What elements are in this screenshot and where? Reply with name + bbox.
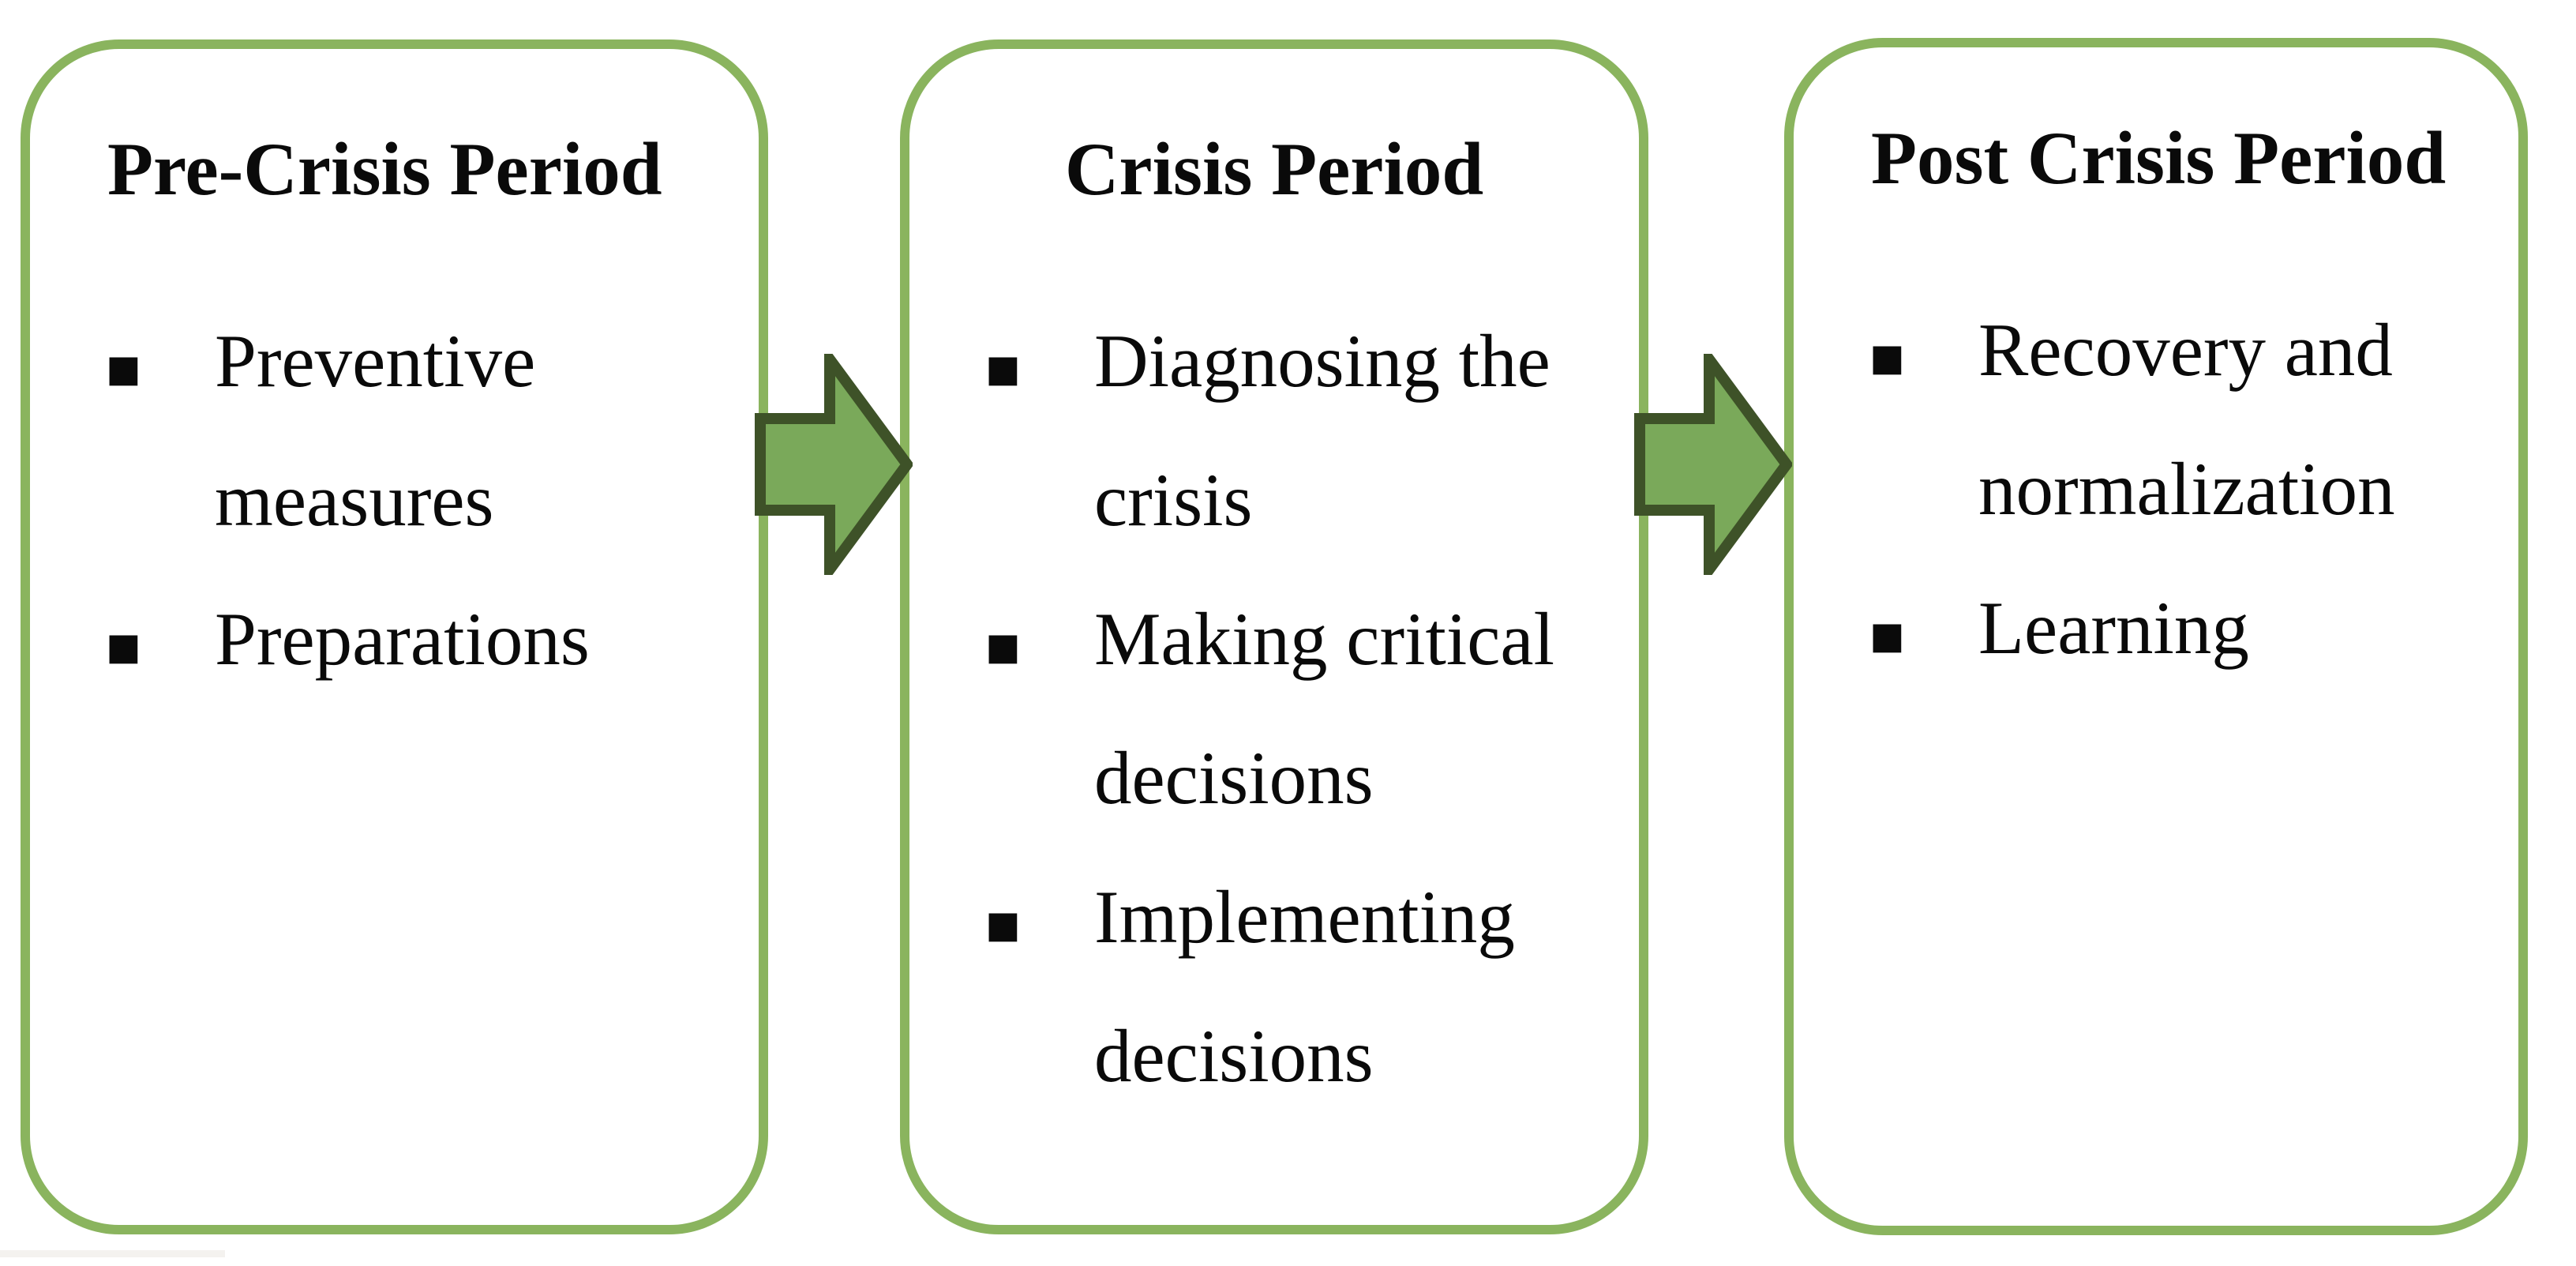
stage-title-crisis: Crisis Period (1064, 127, 1484, 211)
list-item-text: Recovery and normalization (1978, 308, 2395, 531)
bullet-square-icon: ▪ (1868, 600, 1907, 667)
stage-box-crisis: Crisis Period ▪ Diagnosing the crisis ▪ Mak… (900, 39, 1648, 1234)
stage-list-post-crisis: ▪ Recovery and normalization ▪ Learning (1868, 280, 2495, 703)
page-edge-artifact (0, 1250, 225, 1257)
list-item-text: Implementing decisions (1094, 875, 1515, 1098)
stage-box-pre-crisis: Pre-Crisis Period ▪ Preventive measures ▪ P… (21, 39, 768, 1234)
list-item-text: Diagnosing the crisis (1094, 319, 1550, 542)
bullet-square-icon: ▪ (104, 333, 143, 400)
bullet-square-icon: ▪ (984, 333, 1022, 400)
list-item: ▪ Preventive measures (104, 291, 735, 569)
list-item-text: Preparations (215, 597, 590, 681)
list-item-text: Learning (1978, 586, 2249, 670)
stage-box-post-crisis: Post Crisis Period ▪ Recovery and normali… (1784, 38, 2528, 1235)
list-item-text: Making critical decisions (1094, 597, 1554, 820)
flow-arrow-right-icon (755, 354, 913, 575)
stage-list-pre-crisis: ▪ Preventive measures ▪ Preparations (104, 291, 735, 714)
bullet-square-icon: ▪ (1868, 322, 1907, 389)
bullet-square-icon: ▪ (104, 611, 143, 678)
list-item: ▪ Diagnosing the crisis (984, 291, 1615, 569)
list-item: ▪ Learning (1868, 558, 2495, 703)
list-item: ▪ Making critical decisions (984, 569, 1615, 847)
list-item: ▪ Preparations (104, 569, 735, 714)
list-item-text: Preventive measures (215, 319, 536, 542)
stage-title-pre-crisis: Pre-Crisis Period (107, 127, 662, 211)
list-item: ▪ Implementing decisions (984, 847, 1615, 1125)
stage-title-post-crisis: Post Crisis Period (1871, 116, 2447, 200)
bullet-square-icon: ▪ (984, 889, 1022, 956)
stage-list-crisis: ▪ Diagnosing the crisis ▪ Making critical d… (984, 291, 1615, 1125)
bullet-square-icon: ▪ (984, 611, 1022, 678)
flow-arrow-right-icon (1634, 354, 1792, 575)
list-item: ▪ Recovery and normalization (1868, 280, 2495, 558)
